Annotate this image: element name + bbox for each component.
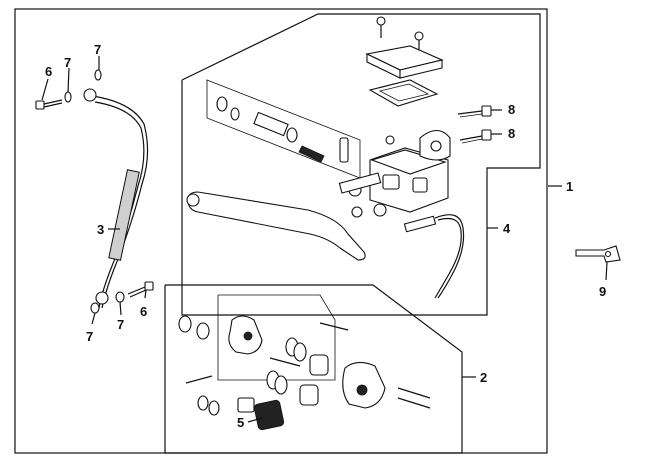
caliper-pins	[185, 322, 431, 409]
reservoir-screws	[376, 16, 424, 52]
callout-6-top: 6	[45, 64, 52, 79]
bolt-8-lower	[459, 129, 492, 144]
master-cylinder-group-outline	[181, 13, 541, 316]
callout-7-bottom-a: 7	[117, 317, 124, 332]
brake-pads	[237, 397, 285, 431]
reservoir-diaphragm	[368, 79, 439, 107]
callout-7-top-a: 7	[64, 55, 71, 70]
callout-7-bottom-b: 7	[86, 329, 93, 344]
callout-3: 3	[97, 222, 104, 237]
pivot-nut	[351, 206, 363, 218]
washer-top-b	[94, 69, 102, 81]
banjo-bolt-bottom	[127, 281, 154, 298]
piston-kit-parts	[216, 96, 349, 163]
caliper-body	[342, 361, 386, 409]
callout-2: 2	[480, 370, 487, 385]
brake-switch	[403, 214, 465, 299]
callout-9: 9	[599, 284, 606, 299]
bolt-8-upper	[457, 105, 492, 118]
callout-7-top-b: 7	[94, 42, 101, 57]
callout-4: 4	[503, 221, 511, 236]
key-part-9	[575, 245, 621, 263]
caliper-pistons	[299, 354, 329, 406]
callout-8-upper: 8	[508, 102, 515, 117]
leader-lines	[41, 56, 608, 423]
brake-lever	[187, 191, 366, 261]
caliper-inner-outline	[217, 294, 336, 381]
washer-bottom-a	[115, 291, 125, 303]
caliper-seals	[178, 315, 307, 416]
callout-5: 5	[237, 415, 244, 430]
callout-6-bottom: 6	[140, 304, 147, 319]
brake-hose	[83, 88, 149, 309]
callout-8-lower: 8	[508, 126, 515, 141]
master-cylinder-body	[338, 147, 449, 217]
banjo-bolt-top	[35, 99, 63, 110]
callout-1: 1	[566, 179, 573, 194]
caliper-bracket	[228, 315, 263, 355]
handlebar-clamp	[385, 129, 451, 161]
washer-bottom-b	[90, 302, 100, 314]
caliper-group-outline	[164, 284, 463, 454]
washer-top-a	[64, 91, 72, 103]
